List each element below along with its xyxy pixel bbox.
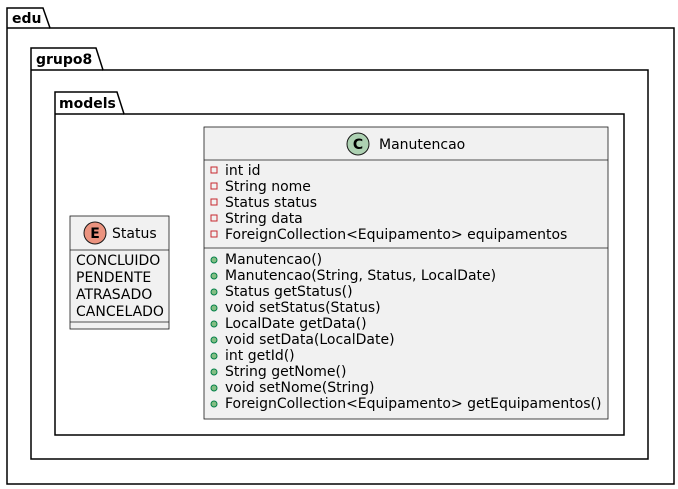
enum-value: ATRASADO bbox=[76, 287, 152, 303]
class-stereotype-icon bbox=[346, 132, 370, 156]
public-visibility-icon bbox=[210, 288, 218, 296]
class-method: void setNome(String) bbox=[225, 380, 374, 396]
package-models: models bbox=[54, 91, 625, 436]
public-visibility-icon bbox=[210, 272, 218, 280]
public-visibility-icon bbox=[210, 336, 218, 344]
class-method: LocalDate getData() bbox=[225, 316, 367, 332]
public-visibility-icon bbox=[210, 352, 218, 360]
enum-stereotype-icon bbox=[83, 221, 107, 245]
public-visibility-icon bbox=[210, 368, 218, 376]
public-visibility-icon bbox=[210, 256, 218, 264]
enum-value: CONCLUIDO bbox=[76, 253, 160, 269]
package-edu: edu bbox=[6, 7, 675, 485]
class-title: Manutencao bbox=[379, 137, 465, 153]
public-visibility-icon bbox=[210, 320, 218, 328]
package-edu-label: edu bbox=[12, 11, 41, 27]
class-manutencao: C Manutencao int id String nome Status s… bbox=[203, 126, 609, 420]
class-method: Status getStatus() bbox=[225, 284, 353, 300]
class-method: int getId() bbox=[225, 348, 295, 364]
private-visibility-icon bbox=[210, 166, 218, 174]
enum-title: Status bbox=[112, 226, 157, 242]
class-method: String getNome() bbox=[225, 364, 346, 380]
enum-stereotype-letter: E bbox=[90, 226, 100, 242]
class-method: Manutencao() bbox=[225, 252, 322, 268]
private-visibility-icon bbox=[210, 182, 218, 190]
enum-status: E Status CONCLUIDO PENDENTE ATRASADO CAN… bbox=[69, 215, 170, 330]
class-stereotype-letter: C bbox=[353, 137, 363, 153]
public-visibility-icon bbox=[210, 384, 218, 392]
class-attribute: ForeignCollection<Equipamento> equipamen… bbox=[225, 227, 567, 243]
package-grupo8-label: grupo8 bbox=[36, 52, 92, 68]
public-visibility-icon bbox=[210, 304, 218, 312]
package-grupo8: grupo8 bbox=[30, 47, 649, 460]
public-visibility-icon bbox=[210, 400, 218, 408]
private-visibility-icon bbox=[210, 198, 218, 206]
class-attribute: Status status bbox=[225, 195, 317, 211]
class-method: Manutencao(String, Status, LocalDate) bbox=[225, 268, 496, 284]
private-visibility-icon bbox=[210, 214, 218, 222]
class-method: ForeignCollection<Equipamento> getEquipa… bbox=[225, 396, 601, 412]
class-attribute: int id bbox=[225, 163, 260, 179]
package-models-label: models bbox=[59, 96, 116, 112]
private-visibility-icon bbox=[210, 230, 218, 238]
class-attribute: String nome bbox=[225, 179, 311, 195]
class-attribute: String data bbox=[225, 211, 303, 227]
enum-value: PENDENTE bbox=[76, 270, 151, 286]
class-method: void setStatus(Status) bbox=[225, 300, 381, 316]
enum-value: CANCELADO bbox=[76, 304, 164, 320]
class-method: void setData(LocalDate) bbox=[225, 332, 395, 348]
